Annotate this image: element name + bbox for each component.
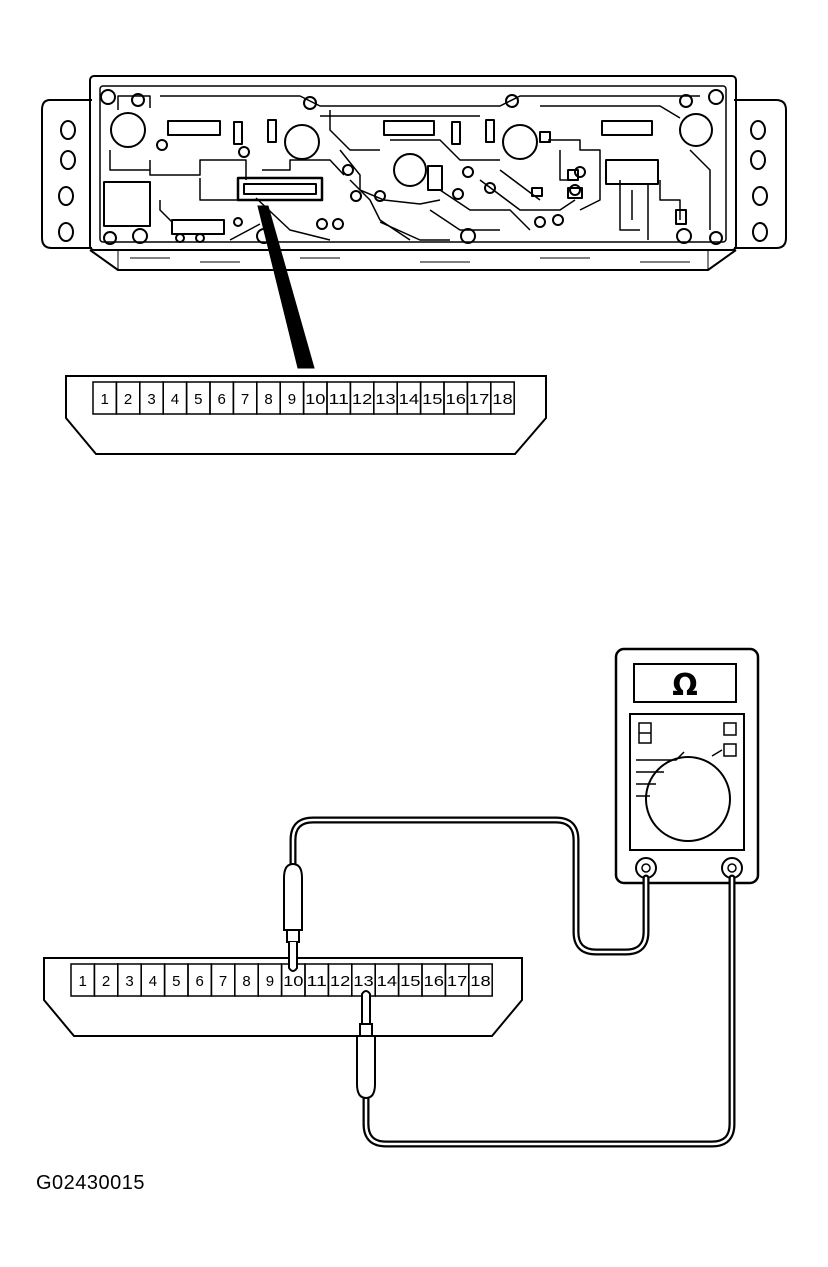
- bottom-pin-label-5: 5: [172, 973, 180, 990]
- bottom-pin-label-12: 12: [330, 973, 350, 990]
- bottom-pin-label-2: 2: [102, 973, 110, 990]
- ohmmeter-body: [614, 647, 760, 885]
- top-pin-label-10: 10: [305, 391, 325, 408]
- bottom-pin-label-4: 4: [149, 973, 157, 990]
- top-pin-label-2: 2: [124, 391, 132, 408]
- top-pin-label-16: 16: [446, 391, 466, 408]
- top-pin-label-5: 5: [194, 391, 202, 408]
- bottom-pin-label-16: 16: [424, 973, 444, 990]
- bottom-pin-label-10: 10: [283, 973, 303, 990]
- lead-wire-positive: [289, 816, 650, 956]
- lead-wire-negative: [362, 874, 736, 1148]
- top-pin-label-14: 14: [399, 391, 419, 408]
- bottom-pin-label-14: 14: [377, 973, 397, 990]
- circuit-traces: [109, 95, 711, 241]
- selector-dial: [645, 756, 731, 842]
- connector-bottom-body: [43, 957, 523, 1037]
- left-mounting-ear: [41, 99, 92, 249]
- bottom-pin-cell-18: [468, 963, 493, 997]
- bottom-pin-label-1: 1: [79, 973, 87, 990]
- top-pin-label-9: 9: [288, 391, 296, 408]
- leader-pointer: [257, 205, 315, 369]
- bottom-pin-label-18: 18: [470, 973, 490, 990]
- probe-negative: [356, 990, 376, 1100]
- top-pin-label-3: 3: [147, 391, 155, 408]
- top-pin-label-18: 18: [492, 391, 512, 408]
- bottom-pin-label-7: 7: [219, 973, 227, 990]
- control-panel-board: [41, 75, 787, 271]
- ohmmeter-display: [633, 663, 737, 703]
- board-connector: [236, 176, 324, 202]
- right-mounting-ear: [734, 99, 787, 249]
- top-pin-label-8: 8: [264, 391, 272, 408]
- figure-id: G02430015: [36, 1172, 146, 1194]
- probe-positive: [283, 862, 303, 972]
- top-pin-label-17: 17: [469, 391, 489, 408]
- bottom-pin-label-9: 9: [266, 973, 274, 990]
- board-components: [100, 89, 724, 245]
- top-pin-label-13: 13: [375, 391, 395, 408]
- panel-housing: [89, 75, 737, 251]
- top-pin-label-1: 1: [101, 391, 109, 408]
- top-pin-cell-18: [490, 381, 515, 415]
- bottom-pin-label-17: 17: [447, 973, 467, 990]
- range-indicator-right-bottom: [723, 743, 737, 757]
- bottom-pin-label-13: 13: [353, 973, 373, 990]
- test-leads: [289, 816, 736, 1148]
- bottom-pin-label-3: 3: [125, 973, 133, 990]
- range-indicator-right-top: [723, 722, 737, 736]
- top-pin-label-4: 4: [171, 391, 179, 408]
- bottom-pin-label-6: 6: [196, 973, 204, 990]
- ear-holes: [58, 120, 768, 242]
- top-pin-label-12: 12: [352, 391, 372, 408]
- top-pin-label-15: 15: [422, 391, 442, 408]
- bottom-pin-label-8: 8: [242, 973, 250, 990]
- top-pin-label-7: 7: [241, 391, 249, 408]
- top-pin-label-6: 6: [218, 391, 226, 408]
- bottom-pin-label-15: 15: [400, 973, 420, 990]
- ohmmeter: Ω: [614, 647, 760, 885]
- bottom-pin-label-11: 11: [307, 973, 327, 990]
- top-pin-label-11: 11: [329, 391, 349, 408]
- ohm-icon: Ω: [672, 668, 698, 703]
- connector-top-body: [65, 375, 547, 455]
- ohmmeter-panel: [629, 713, 745, 851]
